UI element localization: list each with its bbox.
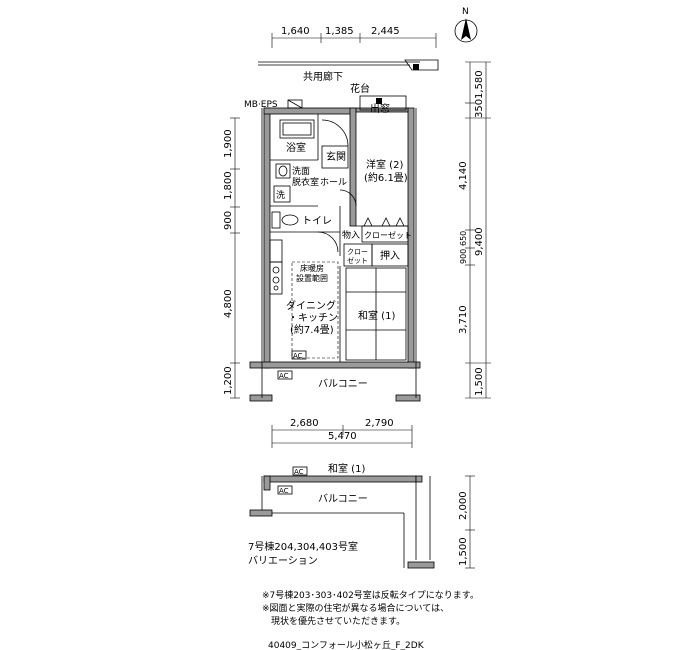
variation-caption-2: バリエーション (248, 555, 318, 567)
bay-window: 出窓 (359, 95, 407, 115)
variation-ac-label-1: AC (294, 468, 304, 476)
washroom: 洗面 脱衣室 ホール 洗 (270, 163, 347, 207)
bottom-dimension-line: 2,680 2,790 5,470 (271, 418, 413, 448)
entrance-label: 玄関 (326, 150, 346, 163)
variation-room-label: 和室 (1) (328, 462, 365, 475)
right-dim-6: 3,710 (458, 305, 469, 334)
bathroom-label: 浴室 (286, 141, 306, 154)
closet-small-label-1: クロー (347, 248, 368, 256)
floor-heating-label-2: 設置範囲 (296, 273, 328, 283)
left-dim-3: 900 (223, 211, 234, 230)
storage-row: 物入 クローゼット クロー ゼット 押入 (342, 225, 412, 267)
toilet: トイレ (270, 206, 341, 256)
right-dim-5: 900 (459, 249, 468, 264)
western-room-size: (約6.1畳) (364, 171, 408, 184)
variation-plan: 和室 (1) AC AC バルコニー 2,000 1,500 7号棟204,30… (248, 462, 475, 569)
right-dim-7: 1,500 (474, 367, 485, 396)
washer-label: 洗 (276, 189, 285, 201)
toilet-label: トイレ (302, 216, 332, 227)
planter-label: 花台 (350, 82, 370, 95)
western-room-label: 洋室 (2) (366, 158, 403, 171)
dining-label-1: ダイニング (286, 299, 336, 312)
left-dim-1: 1,900 (223, 129, 234, 158)
footer-code: 40409_コンフォール小松ヶ丘_F_2DK (268, 639, 425, 650)
variation-dim-top: 2,000 (458, 491, 469, 520)
balcony: AC バルコニー (277, 370, 368, 390)
top-dimension-line: 1,640 1,385 2,445 (271, 26, 437, 48)
right-dim-3: 4,140 (458, 161, 469, 190)
note-2: ※図面と実際の住宅が異なる場合については、 (262, 602, 449, 614)
right-dimension-line: 1,580 350 4,140 650 900 3,710 1,500 9,40… (458, 61, 491, 399)
washroom-label-1: 洗面 (292, 165, 310, 177)
left-dimension-line: 1,900 1,800 900 4,800 1,200 (223, 117, 240, 399)
ac-label-dining: AC (293, 352, 303, 360)
balcony-label: バルコニー (318, 378, 368, 390)
variation-dim-bottom: 1,500 (458, 537, 469, 566)
top-dim-3: 2,445 (371, 26, 400, 37)
dining-kitchen: 床暖房 設置範囲 ダイニング ・キッチン (約7.4畳) AC (286, 261, 341, 362)
kitchen-counter (269, 239, 283, 295)
bathroom: 浴室 (270, 114, 319, 161)
bottom-dim-total: 5,470 (328, 431, 357, 442)
common-corridor: 共用廊下 花台 (258, 59, 439, 95)
closet-label: クローゼット (364, 230, 412, 240)
right-dim-4: 650 (459, 231, 468, 246)
entrance: 玄関 (321, 119, 349, 169)
dining-size: (約7.4畳) (290, 323, 334, 336)
hall-label: ホール (320, 177, 347, 188)
japanese-room-label: 和室 (1) (358, 309, 395, 322)
corridor-label: 共用廊下 (303, 70, 343, 83)
bay-window-label: 出窓 (370, 102, 390, 115)
note-1: ※7号棟203･303･402号室は反転タイプになります。 (262, 589, 479, 601)
north-compass-icon: N (454, 7, 478, 43)
top-dim-1: 1,640 (281, 26, 310, 37)
left-dim-5: 1,200 (223, 366, 234, 395)
variation-caption-1: 7号棟204,304,403号室 (248, 540, 358, 553)
variation-balcony-label: バルコニー (318, 493, 368, 505)
western-room: 洋室 (2) (約6.1畳) (339, 158, 408, 227)
floor-heating-label-1: 床暖房 (300, 263, 324, 273)
storage-label: 物入 (342, 229, 360, 241)
mb-eps-label: MB·EPS (244, 100, 278, 110)
washroom-label-2: 脱衣室 (292, 176, 319, 188)
mb-eps: MB·EPS (244, 99, 303, 110)
closet-small-label-2: ゼット (347, 256, 368, 265)
top-dim-2: 1,385 (325, 26, 354, 37)
compass-label: N (462, 7, 469, 17)
right-dim-1: 1,580 (474, 70, 485, 99)
left-dim-4: 4,800 (223, 289, 234, 318)
ac-label-balcony: AC (279, 372, 289, 380)
right-dim-2: 350 (474, 99, 485, 118)
notes: ※7号棟203･303･402号室は反転タイプになります。 ※図面と実際の住宅が… (262, 589, 479, 627)
note-3: 現状を優先させていただきます。 (262, 615, 405, 627)
variation-ac-label-2: AC (279, 487, 289, 495)
bottom-dim-2: 2,790 (365, 418, 394, 429)
japanese-room: 和室 (1) (345, 267, 407, 361)
oshiire-label: 押入 (380, 249, 400, 262)
bottom-dim-1: 2,680 (290, 418, 319, 429)
dining-label-2: ・キッチン (288, 312, 338, 324)
right-dim-total: 9,400 (474, 227, 485, 256)
left-dim-2: 1,800 (223, 171, 234, 200)
